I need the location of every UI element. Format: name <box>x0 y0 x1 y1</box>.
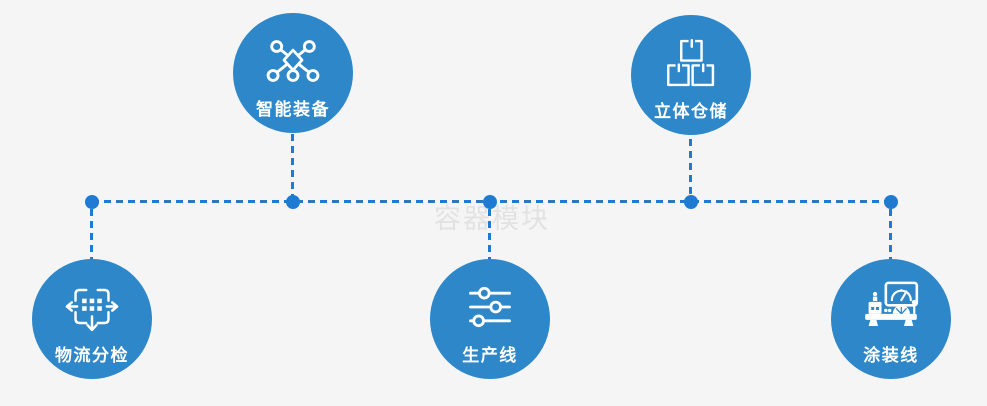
node-label: 物流分检 <box>55 346 129 365</box>
connector-branch-line <box>689 139 692 197</box>
watermark-text: 容器模块 <box>434 204 550 234</box>
node-production-line: 生产线 <box>430 259 550 379</box>
sort-distribute-icon <box>64 280 120 333</box>
connector-branch-line <box>889 209 892 261</box>
node-smart-equipment: 智能装备 <box>233 13 353 133</box>
connector-dot <box>483 195 497 209</box>
node-label: 生产线 <box>462 346 518 365</box>
stacked-boxes-icon <box>665 36 717 89</box>
connector-dot <box>884 195 898 209</box>
connector-dot <box>684 195 698 209</box>
node-label: 涂装线 <box>863 346 919 365</box>
connector-branch-line <box>291 134 294 197</box>
connector-dot <box>286 195 300 209</box>
sliders-icon <box>464 280 516 333</box>
connector-branch-line <box>90 209 93 261</box>
connector-branch-line <box>488 209 491 261</box>
network-nodes-icon <box>264 34 322 87</box>
control-station-icon <box>860 280 922 333</box>
node-label: 立体仓储 <box>654 102 728 121</box>
node-logistics-sorting: 物流分检 <box>32 259 152 379</box>
node-stereo-warehouse: 立体仓储 <box>631 15 751 135</box>
node-label: 智能装备 <box>256 100 330 119</box>
connector-dot <box>85 195 99 209</box>
node-painting-line: 涂装线 <box>831 259 951 379</box>
